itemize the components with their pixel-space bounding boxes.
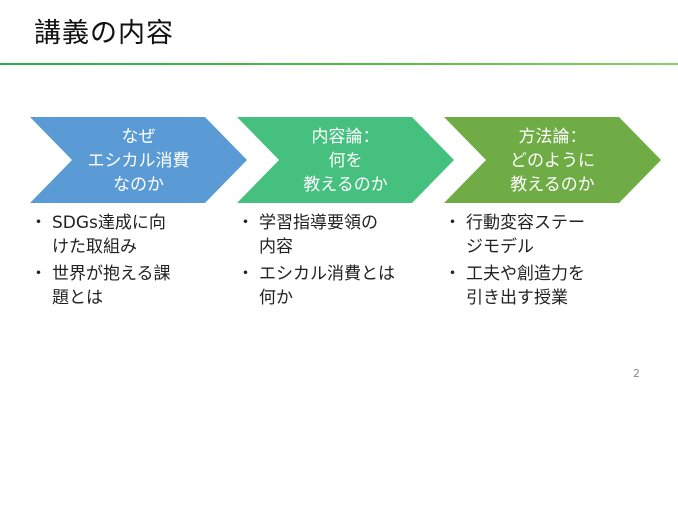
bullet-list-why: ・ SDGs達成に向 けた取組み ・ 世界が抱える課 題とは xyxy=(30,211,171,313)
list-item: ・ 行動変容ステー ジモデル xyxy=(444,211,585,259)
bullet-text: ジモデル xyxy=(466,237,534,257)
bullet-text: 工夫や創造力を xyxy=(466,264,585,284)
chevron-how-label: 方法論： どのように 教えるのか xyxy=(486,123,619,199)
chevron-why xyxy=(30,117,247,203)
chevron-what-line-3: 教えるのか xyxy=(303,175,388,195)
slide-title: 講義の内容 xyxy=(34,18,174,49)
bullet-list-what: ・ 学習指導要領の 内容 ・ エシカル消費とは 何か xyxy=(237,211,395,313)
chevron-why-label: なぜ エシカル消費 なのか xyxy=(72,123,205,199)
chevron-what-line-1: 内容論： xyxy=(311,127,380,147)
chevron-what-label: 内容論： 何を 教えるのか xyxy=(279,123,412,199)
list-item: ・ 学習指導要領の 内容 xyxy=(237,211,395,259)
bullet-text: 行動変容ステー xyxy=(466,213,585,233)
chevron-how-line-2: どのように xyxy=(510,151,595,171)
bullet-text: エシカル消費とは xyxy=(259,264,395,284)
list-item: ・ 工夫や創造力を 引き出す授業 xyxy=(444,262,585,310)
bullet-text: 世界が抱える課 xyxy=(52,264,171,284)
chevron-how xyxy=(444,117,661,203)
list-item: ・ 世界が抱える課 題とは xyxy=(30,262,171,310)
page-number: 2 xyxy=(633,367,640,380)
bullet-mark: ・ xyxy=(444,264,461,284)
chevron-how-line-1: 方法論： xyxy=(518,127,587,147)
bullet-mark: ・ xyxy=(237,264,254,284)
bullet-text: 何か xyxy=(259,288,293,308)
bullet-mark: ・ xyxy=(30,264,47,284)
bullet-mark: ・ xyxy=(30,213,47,233)
chevron-why-line-2: エシカル消費 xyxy=(87,151,190,171)
chevron-what-line-2: 何を xyxy=(328,151,363,171)
list-item: ・ エシカル消費とは 何か xyxy=(237,262,395,310)
chevron-why-line-3: なのか xyxy=(113,175,164,195)
bullet-text: 題とは xyxy=(52,288,103,308)
list-item: ・ SDGs達成に向 けた取組み xyxy=(30,211,171,259)
chevron-why-line-1: なぜ xyxy=(121,127,156,147)
bullet-text: 学習指導要領の xyxy=(259,213,378,233)
chevron-how-line-3: 教えるのか xyxy=(510,175,595,195)
bullet-list-how: ・ 行動変容ステー ジモデル ・ 工夫や創造力を 引き出す授業 xyxy=(444,211,585,313)
bullet-text: 内容 xyxy=(259,237,293,257)
bullet-text: SDGs達成に向 xyxy=(52,213,166,233)
bullet-text: 引き出す授業 xyxy=(466,288,568,308)
bullet-text: けた取組み xyxy=(52,237,137,257)
bullet-mark: ・ xyxy=(237,213,254,233)
bullet-mark: ・ xyxy=(444,213,461,233)
title-divider xyxy=(0,63,678,65)
chevron-what xyxy=(237,117,454,203)
